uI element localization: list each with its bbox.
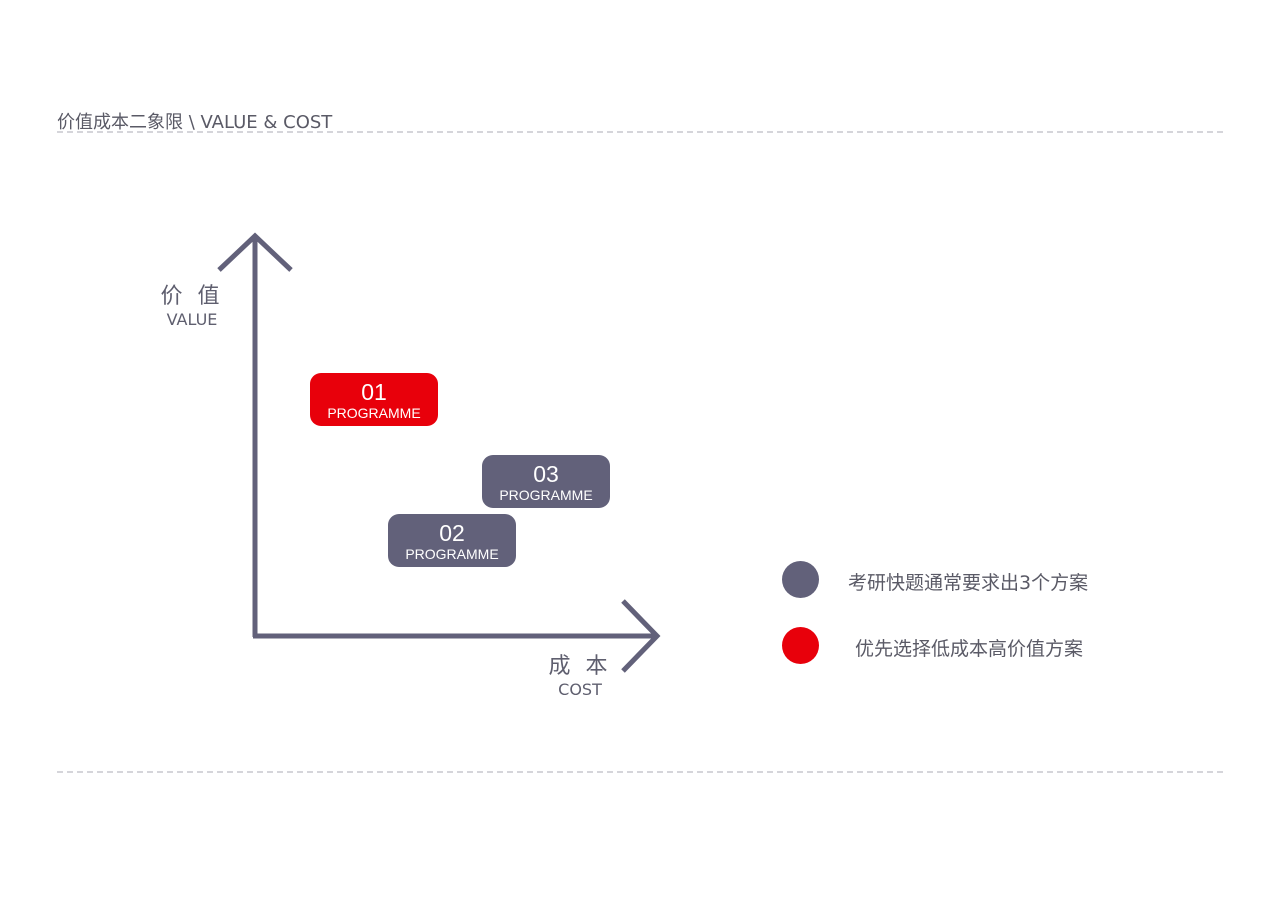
x-axis-label-cn: 成 本 — [548, 654, 612, 679]
legend-dot-red — [782, 627, 819, 664]
programme-label: PROGRAMME — [405, 546, 499, 562]
y-axis-label-cn: 价 值 — [160, 284, 224, 309]
legend-dot-gray — [782, 561, 819, 598]
y-axis-label: 价 值 VALUE — [152, 284, 232, 330]
programme-number: 02 — [439, 520, 465, 546]
legend-text: 考研快题通常要求出3个方案 — [848, 572, 1089, 594]
bottom-divider — [57, 771, 1223, 773]
page-title: 价值成本二象限 \ VALUE & COST — [57, 112, 333, 133]
legend-text: 优先选择低成本高价值方案 — [855, 638, 1084, 660]
x-axis-label-en: COST — [558, 680, 602, 699]
programme-02-box: 02 PROGRAMME — [388, 514, 516, 567]
y-axis-label-en: VALUE — [166, 310, 218, 329]
programme-number: 03 — [533, 461, 559, 487]
x-axis-label: 成 本 COST — [540, 654, 620, 700]
programme-01-box: 01 PROGRAMME — [310, 373, 438, 426]
top-divider — [57, 131, 1223, 133]
programme-label: PROGRAMME — [327, 405, 421, 421]
programme-number: 01 — [361, 379, 387, 405]
programme-label: PROGRAMME — [499, 487, 593, 503]
x-axis-arrowhead — [621, 599, 661, 673]
programme-03-box: 03 PROGRAMME — [482, 455, 610, 508]
